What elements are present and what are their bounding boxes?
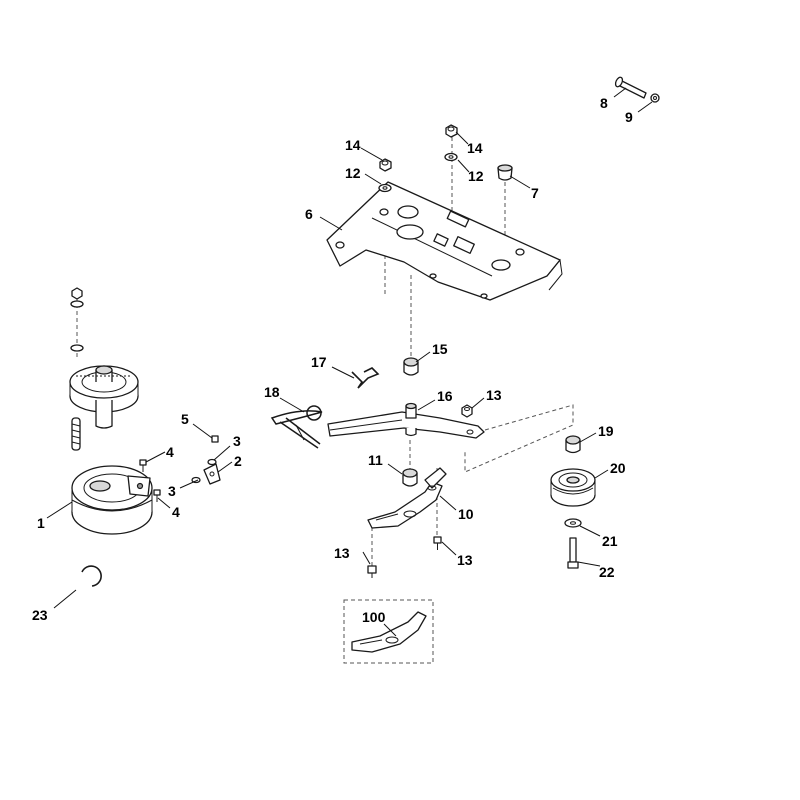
leader-lines — [46, 87, 653, 637]
pulley-assembly — [69, 365, 139, 429]
bushing-15 — [403, 357, 419, 376]
pin-8 — [614, 76, 647, 99]
nut-14-left — [379, 158, 392, 172]
callout-22: 22 — [599, 564, 615, 580]
callout-6: 6 — [305, 206, 313, 222]
callout-18: 18 — [264, 384, 280, 400]
washer-12-left — [378, 183, 392, 193]
callout-23: 23 — [32, 607, 48, 623]
bolt-4-lower — [153, 489, 161, 502]
callout-14-right: 14 — [467, 140, 483, 156]
spacer-5 — [211, 435, 219, 443]
callout-13-lower-right: 13 — [457, 552, 473, 568]
callout-9: 9 — [625, 109, 633, 125]
callout-5: 5 — [181, 411, 189, 427]
callout-labels: 1 2 3 3 4 4 5 6 7 8 9 10 11 12 12 13 13 … — [32, 95, 633, 625]
callout-100: 100 — [362, 609, 386, 625]
callout-8: 8 — [600, 95, 608, 111]
callout-3-lower: 3 — [168, 483, 176, 499]
callout-16: 16 — [437, 388, 453, 404]
callout-1: 1 — [37, 515, 45, 531]
callout-15: 15 — [432, 341, 448, 357]
callout-17: 17 — [311, 354, 327, 370]
nut-14-right — [445, 124, 458, 138]
callout-10: 10 — [458, 506, 474, 522]
callout-4-lower: 4 — [172, 504, 180, 520]
washer-21 — [564, 518, 582, 528]
cotter-pin-18 — [270, 405, 323, 449]
washer-3-upper — [207, 458, 217, 466]
upper-shaft-hardware — [70, 287, 84, 352]
lever-arm-16 — [327, 402, 485, 439]
anti-rotation-bracket-2 — [203, 463, 221, 485]
spacer-19 — [565, 435, 581, 454]
grommet-7 — [497, 164, 513, 181]
nut-13-upper — [461, 404, 473, 418]
assembly-guides — [76, 130, 574, 664]
bracket-10 — [367, 467, 447, 529]
callout-14-left: 14 — [345, 137, 361, 153]
idler-pulley-20 — [550, 468, 596, 507]
callout-3-upper: 3 — [233, 433, 241, 449]
coil-spring — [71, 417, 81, 451]
bushing-11 — [402, 468, 418, 487]
callout-20: 20 — [610, 460, 626, 476]
callout-19: 19 — [598, 423, 614, 439]
callout-11: 11 — [368, 452, 383, 468]
callout-12-right: 12 — [468, 168, 484, 184]
washer-12-right — [444, 152, 458, 162]
callout-2: 2 — [234, 453, 242, 469]
bolt-4-upper — [139, 459, 147, 472]
bolt-13-lower-right — [433, 536, 442, 550]
callout-4-upper: 4 — [166, 444, 174, 460]
callout-12-left: 12 — [345, 165, 361, 181]
callout-13-lower-left: 13 — [334, 545, 350, 561]
clip-9 — [650, 93, 660, 103]
bolt-13-lower-left — [367, 565, 377, 578]
spring-clip-17 — [351, 367, 380, 389]
bracket-100 — [351, 611, 427, 653]
callout-21: 21 — [602, 533, 618, 549]
callout-7: 7 — [531, 185, 539, 201]
bolt-22 — [567, 537, 579, 569]
snap-ring-23 — [81, 565, 102, 587]
mounting-plate — [326, 181, 563, 301]
electric-clutch-1 — [71, 465, 153, 535]
callout-13-upper: 13 — [486, 387, 502, 403]
alternative-part-box — [343, 599, 434, 664]
